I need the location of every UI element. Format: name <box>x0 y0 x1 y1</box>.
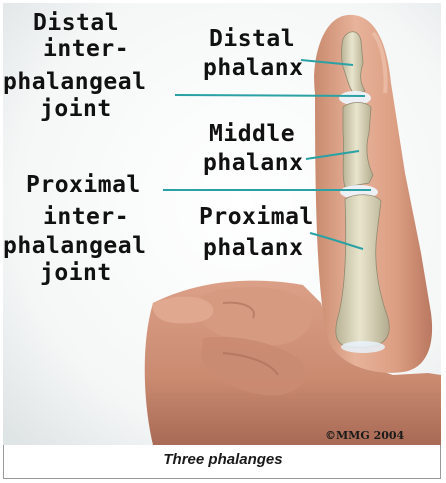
finger-anatomy-illustration: Distal inter- phalangeal joint Distal ph… <box>3 3 441 445</box>
figure-caption: Three phalanges <box>0 451 446 468</box>
leader-distal-ip-joint <box>175 95 365 96</box>
copyright-notice: ©MMG 2004 <box>325 429 405 442</box>
